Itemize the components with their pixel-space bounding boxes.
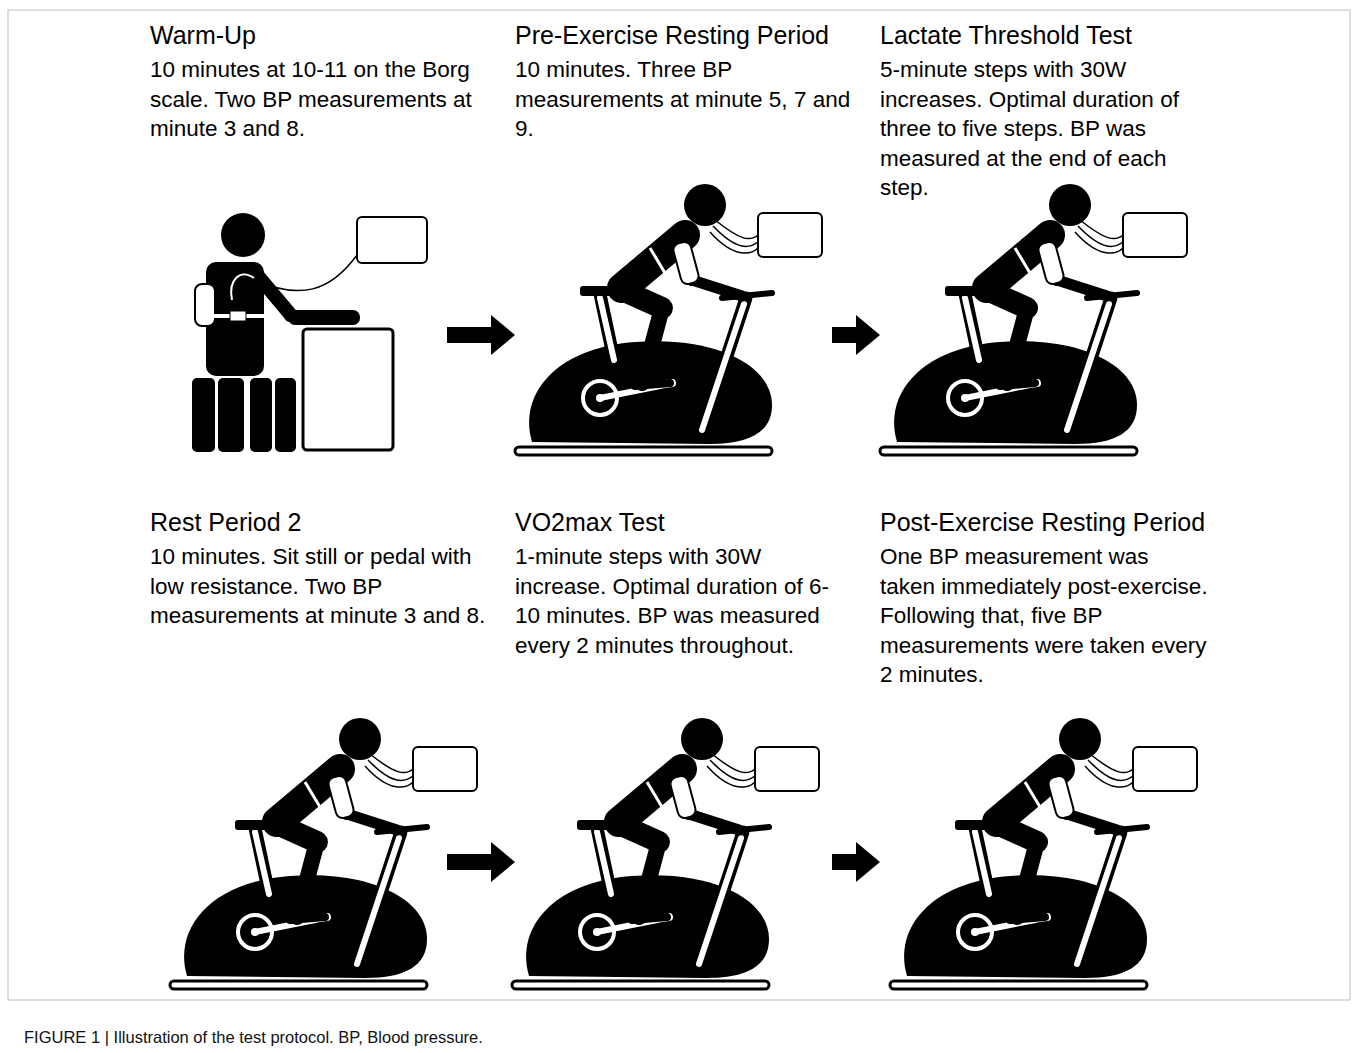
phase-heading: Lactate Threshold Test — [880, 20, 1200, 50]
wheel-part — [250, 378, 272, 452]
phase-heading: Post-Exercise Resting Period — [880, 507, 1208, 537]
flow-arrow — [447, 315, 515, 355]
phase-description: One BP measurement was taken immediately… — [880, 542, 1208, 690]
warm-up-illustration — [192, 213, 427, 452]
flow-arrow-shape — [447, 842, 515, 882]
belt-buckle — [230, 311, 246, 321]
bike-illustration — [170, 718, 477, 989]
flow-arrow — [832, 315, 880, 355]
monitor-wire — [255, 255, 357, 291]
phase-description: 5-minute steps with 30W increases. Optim… — [880, 55, 1200, 203]
phase-heading: Rest Period 2 — [150, 507, 447, 537]
protocol-phase: Warm-Up10 minutes at 10-11 on the Borg s… — [150, 20, 447, 460]
figure-frame — [8, 10, 1350, 1000]
wheel-part — [275, 378, 296, 452]
phase-description: 10 minutes. Sit still or pedal with low … — [150, 542, 500, 631]
flow-arrow-shape — [832, 315, 880, 355]
phase-description: 10 minutes at 10-11 on the Borg scale. T… — [150, 55, 490, 144]
crank-bar — [288, 310, 360, 325]
phase-heading: Pre-Exercise Resting Period — [515, 20, 832, 50]
protocol-phase: Pre-Exercise Resting Period10 minutes. T… — [515, 20, 832, 460]
phase-description: 1-minute steps with 30W increase. Optima… — [515, 542, 847, 660]
arm-ergometer — [303, 329, 393, 450]
protocol-phase: Post-Exercise Resting PeriodOne BP measu… — [880, 507, 1208, 987]
figure-caption: FIGURE 1 | Illustration of the test prot… — [24, 1026, 483, 1048]
bike-illustration — [512, 718, 819, 989]
flow-arrow-shape — [447, 315, 515, 355]
upper-arm — [258, 276, 290, 314]
wheel-part — [218, 378, 244, 452]
phase-description: 10 minutes. Three BP measurements at min… — [515, 55, 863, 144]
bp-cuff — [195, 284, 215, 326]
flow-arrow — [832, 842, 880, 882]
phase-heading: Warm-Up — [150, 20, 447, 50]
wheel-part — [192, 378, 215, 452]
flow-arrow — [447, 842, 515, 882]
phase-heading: VO2max Test — [515, 507, 832, 537]
flow-arrow-shape — [832, 842, 880, 882]
protocol-phase: Lactate Threshold Test 5-minute steps wit… — [880, 20, 1200, 460]
chest-wire — [231, 274, 254, 300]
protocol-phase: Rest Period 210 minutes. Sit still or pe… — [150, 507, 447, 987]
protocol-phase: VO2max Test1-minute steps with 30W incre… — [515, 507, 832, 987]
bike-illustration — [515, 184, 822, 455]
bike-illustration — [880, 184, 1187, 455]
head — [221, 213, 265, 257]
monitor — [357, 217, 427, 263]
bike-illustration — [890, 718, 1197, 989]
